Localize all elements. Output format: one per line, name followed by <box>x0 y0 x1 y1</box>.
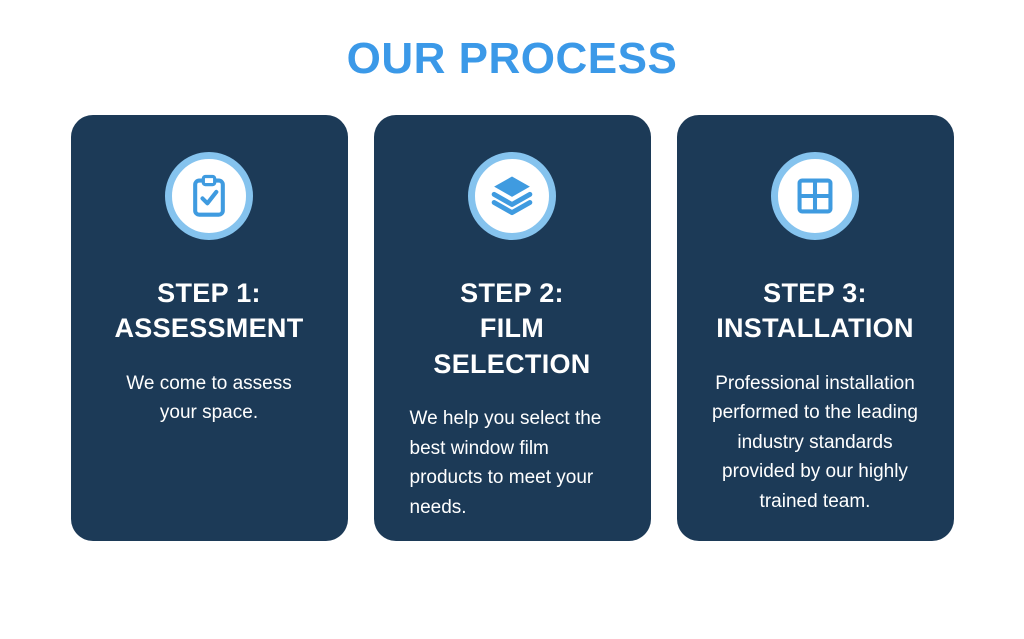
clipboard-check-icon <box>193 174 225 217</box>
step-icon-circle <box>165 151 253 240</box>
step-description: Professional installation performed to t… <box>712 372 918 512</box>
step-name: FILM SELECTION <box>433 313 591 379</box>
step-description: We come to assess your space. <box>126 372 292 424</box>
step-label: STEP 1: <box>157 277 261 308</box>
step-card-assessment: STEP 1: ASSESSMENT We come to assess you… <box>70 114 348 541</box>
step-label: STEP 2: <box>460 277 564 308</box>
step-heading: STEP 2: FILM SELECTION <box>398 276 627 383</box>
step-description: We help you select the best window film … <box>409 408 602 518</box>
steps-row: STEP 1: ASSESSMENT We come to assess you… <box>0 114 1024 541</box>
page-title: OUR PROCESS <box>346 34 678 83</box>
step-name: INSTALLATION <box>716 313 914 344</box>
step-card-film-selection: STEP 2: FILM SELECTION We help you selec… <box>373 114 651 541</box>
step-heading: STEP 3: INSTALLATION <box>716 276 914 347</box>
step-icon-circle <box>468 151 556 240</box>
layers-icon <box>491 176 533 215</box>
step-heading: STEP 1: ASSESSMENT <box>114 276 303 347</box>
step-icon-circle <box>771 151 859 240</box>
step-label: STEP 3: <box>763 277 867 308</box>
step-card-installation: STEP 3: INSTALLATION Professional instal… <box>676 114 954 541</box>
window-panes-icon <box>797 178 833 214</box>
step-name: ASSESSMENT <box>114 313 304 344</box>
